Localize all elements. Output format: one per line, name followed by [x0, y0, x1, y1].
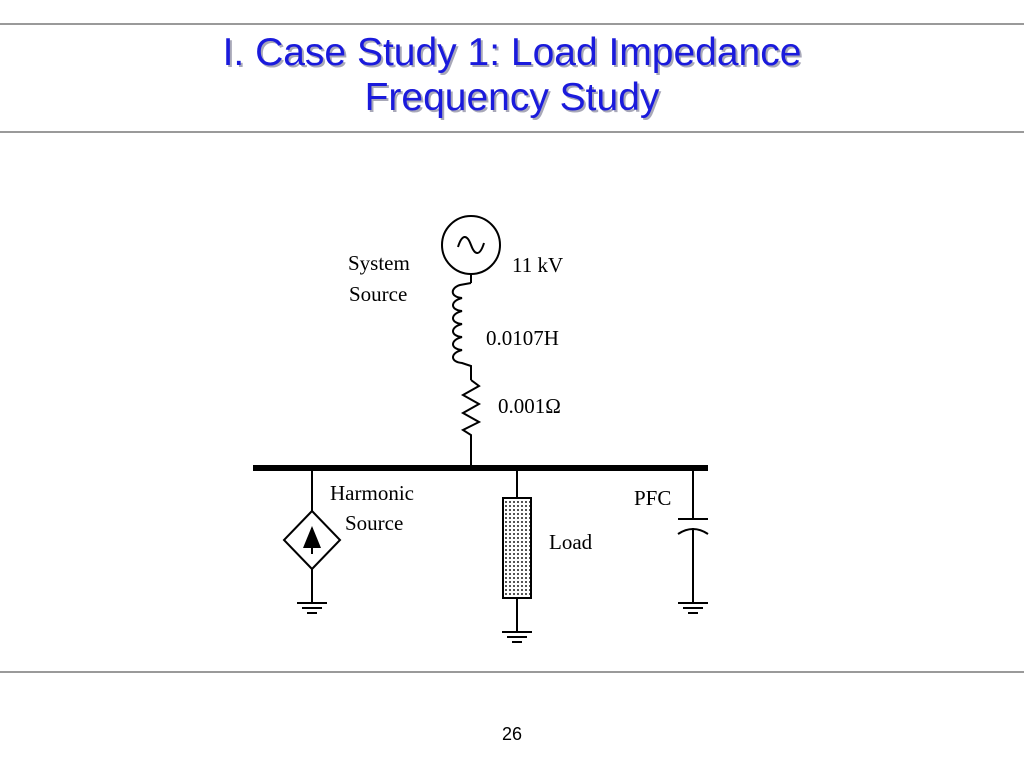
footer-rule: [0, 671, 1024, 673]
title-line-1: I. Case Study 1: Load Impedance: [222, 31, 802, 74]
load-ground-symbol: [502, 631, 532, 643]
page-number: 26: [501, 724, 523, 744]
pfc-ground-symbol: [678, 602, 708, 614]
load-label: Load: [549, 530, 593, 554]
slide-title: I. Case Study 1: Load Impedance Frequenc…: [0, 30, 1024, 120]
harmonic-ground-symbol: [297, 602, 327, 614]
source-label-2: Source: [349, 282, 407, 306]
load-symbol: [502, 468, 532, 632]
harmonic-label-1: Harmonic: [330, 481, 414, 505]
ac-source-symbol: [441, 215, 501, 275]
resistance-label: 0.001Ω: [498, 394, 561, 418]
inductance-label: 0.0107H: [486, 326, 559, 350]
top-rule: [0, 23, 1024, 25]
harmonic-current-source-symbol: [282, 468, 342, 603]
title-line-2: Frequency Study: [364, 76, 660, 119]
resistor-symbol: [460, 379, 482, 466]
harmonic-label-2: Source: [345, 511, 403, 535]
pfc-label: PFC: [634, 486, 671, 510]
source-label-1: System: [348, 251, 410, 275]
pfc-capacitor-symbol: [677, 468, 709, 603]
title-rule: [0, 131, 1024, 133]
inductor-symbol: [451, 282, 472, 380]
voltage-label: 11 kV: [512, 253, 563, 277]
